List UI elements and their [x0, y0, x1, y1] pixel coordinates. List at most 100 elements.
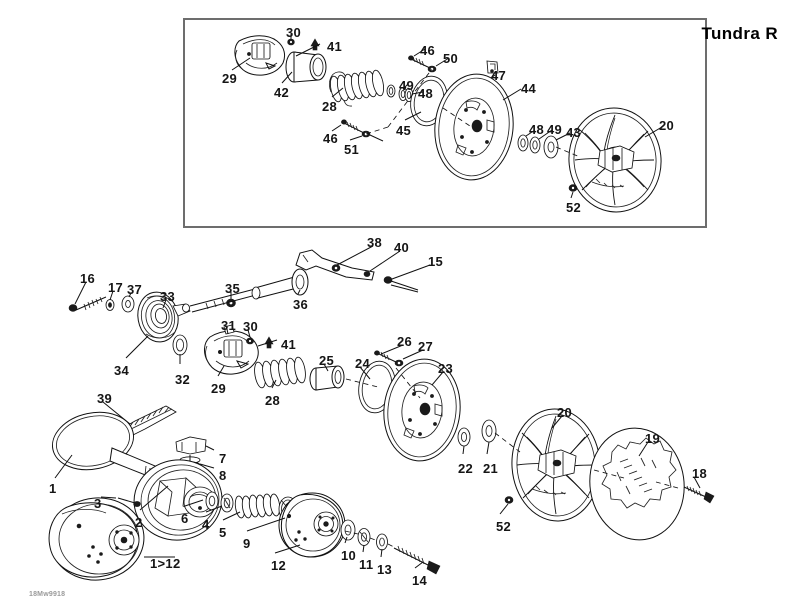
part-range-1-12 — [48, 497, 175, 581]
part-29-inset — [234, 35, 286, 76]
callout-14: 14 — [412, 573, 428, 588]
part-35 — [226, 298, 236, 308]
part-42-inset — [285, 51, 327, 83]
callout-16: 16 — [80, 271, 96, 286]
callout-30: 30 — [286, 25, 302, 40]
part-52-main — [504, 496, 514, 504]
callout-51: 51 — [344, 142, 360, 157]
callout-29: 29 — [211, 381, 227, 396]
callout-46: 46 — [323, 131, 339, 146]
callout-43: 43 — [566, 125, 582, 140]
part-14 — [393, 545, 441, 575]
callout-35: 35 — [225, 281, 241, 296]
callout-32: 32 — [175, 372, 191, 387]
part-22 — [457, 427, 471, 447]
part-27 — [394, 359, 404, 367]
callout-49: 49 — [399, 78, 415, 93]
callout-5: 5 — [219, 525, 227, 540]
part-25 — [309, 365, 345, 391]
callout-39: 39 — [97, 391, 113, 406]
callout-8: 8 — [219, 468, 227, 483]
callout-36: 36 — [293, 297, 309, 312]
callout-6: 6 — [181, 511, 189, 526]
callout-46: 46 — [420, 43, 436, 58]
inset-leader-lines — [231, 34, 663, 199]
part-52-inset — [568, 184, 578, 192]
part-6 — [205, 491, 219, 511]
part-10 — [340, 519, 356, 541]
part-32 — [172, 334, 188, 356]
part-19 — [589, 427, 685, 541]
part-30-main — [246, 337, 254, 345]
callout-52: 52 — [566, 200, 582, 215]
callout-41: 41 — [281, 337, 297, 352]
part-15 — [383, 276, 419, 293]
part-46-inset-upper — [408, 55, 431, 69]
callout-20: 20 — [557, 405, 573, 420]
callout-29: 29 — [222, 71, 238, 86]
main-leader-lines — [54, 245, 701, 569]
callout-25: 25 — [319, 353, 335, 368]
callout-38: 38 — [367, 235, 383, 250]
callout-13: 13 — [377, 562, 393, 577]
main-axis-guides — [344, 367, 679, 548]
callout-49: 49 — [547, 122, 563, 137]
callout-28: 28 — [265, 393, 281, 408]
part-33-34 — [137, 291, 191, 343]
part-37 — [121, 295, 135, 313]
inset-axis-guides — [365, 68, 581, 158]
callout-31: 31 — [221, 318, 237, 333]
callout-17: 17 — [108, 280, 124, 295]
part-18 — [683, 485, 715, 504]
callout-45: 45 — [396, 123, 412, 138]
main-assembly — [48, 245, 715, 581]
callout-26: 26 — [397, 334, 413, 349]
part-5 — [234, 493, 281, 519]
callout-11: 11 — [359, 557, 374, 572]
callout-2: 2 — [135, 515, 143, 530]
inset-frame — [183, 18, 707, 228]
part-48-inset-right — [517, 134, 529, 152]
part-28-main — [254, 356, 306, 389]
callout-40: 40 — [394, 240, 410, 255]
callout-48: 48 — [418, 86, 434, 101]
part-13 — [376, 533, 388, 551]
part-49-inset — [386, 84, 396, 98]
part-47-inset — [486, 60, 499, 74]
callout-50: 50 — [443, 51, 459, 66]
part-26 — [374, 350, 397, 363]
callout-3: 3 — [94, 496, 102, 511]
drawing-code: 18Mw9918 — [29, 591, 66, 598]
callout-23: 23 — [438, 361, 454, 376]
callout-10: 10 — [341, 548, 357, 563]
part-23 — [383, 358, 461, 462]
part-4 — [220, 493, 234, 513]
part-7 — [175, 436, 207, 455]
part-21 — [481, 419, 497, 443]
part-3 — [117, 497, 141, 507]
part-29-main — [204, 324, 259, 375]
inset-title: Tundra R — [701, 24, 778, 43]
callout-33: 33 — [160, 289, 176, 304]
part-48-inset — [398, 87, 414, 102]
callout-22: 22 — [458, 461, 474, 476]
callout-42: 42 — [274, 85, 290, 100]
callout-7: 7 — [219, 451, 227, 466]
callout-21: 21 — [483, 461, 499, 476]
part-31 — [223, 324, 235, 335]
callout-9: 9 — [243, 536, 251, 551]
callout-12: 12 — [271, 558, 287, 573]
callout-41: 41 — [327, 39, 343, 54]
part-39 — [122, 405, 177, 437]
part-16 — [68, 296, 107, 312]
callout-47: 47 — [491, 68, 507, 83]
part-43-inset — [543, 135, 559, 159]
callout-1>12: 1>12 — [150, 556, 181, 571]
callout-19: 19 — [645, 431, 661, 446]
part-20-inset — [568, 107, 662, 213]
callout-30: 30 — [243, 319, 259, 334]
callout-4: 4 — [202, 517, 210, 532]
inset-assembly — [231, 34, 663, 213]
